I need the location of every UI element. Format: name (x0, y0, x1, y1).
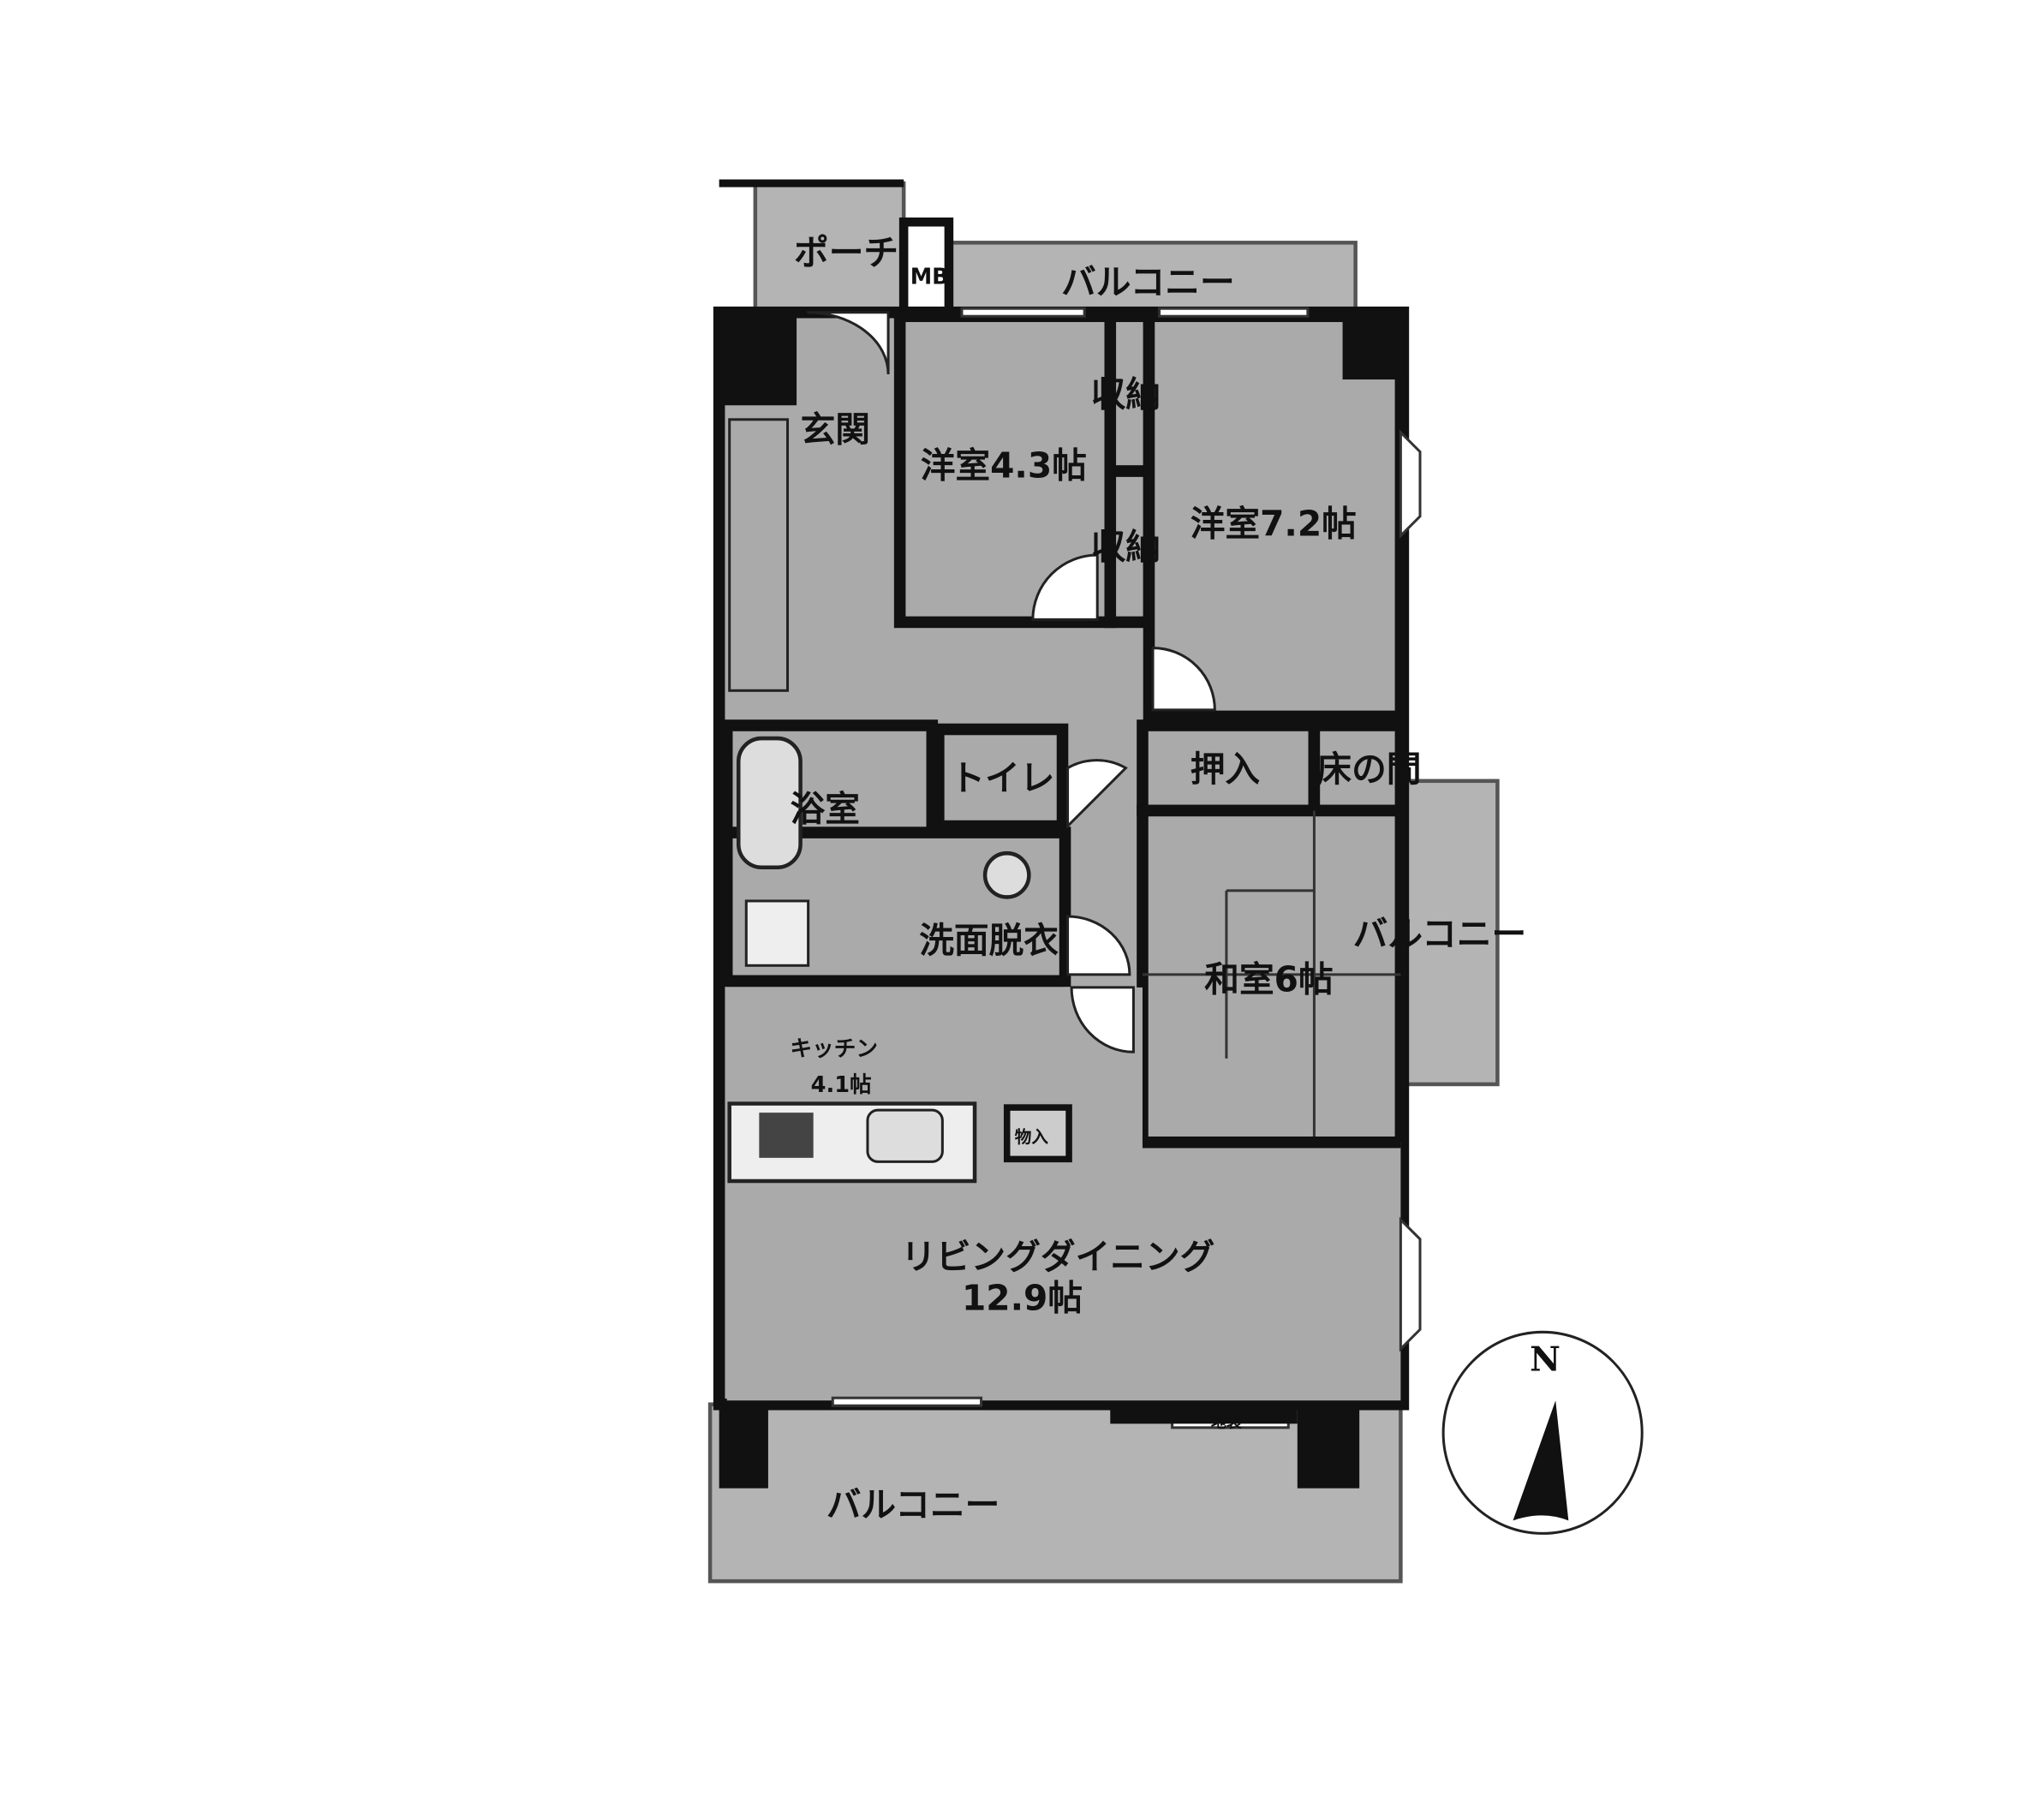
label-floor-cabinet: 地袋 (1211, 1413, 1243, 1432)
balcony-south (707, 1402, 1403, 1584)
label-living-dining-size: 12.9帖 (962, 1278, 1083, 1319)
stove-icon (759, 1113, 814, 1158)
label-storage-2: 収納 (1091, 527, 1161, 568)
living-dining (726, 1142, 1401, 1401)
label-toilet: トイレ (950, 757, 1054, 798)
door (1070, 986, 1135, 1053)
bay-window (1399, 429, 1422, 540)
compass-icon: N (1441, 1330, 1644, 1535)
door (1151, 647, 1216, 712)
label-meter-box: MB (910, 265, 949, 290)
washing-machine-icon (744, 899, 810, 967)
door (1066, 759, 1128, 830)
pillar (719, 312, 797, 406)
balcony-east (1402, 779, 1500, 1087)
western-room-large (1143, 310, 1407, 723)
label-porch: ポーチ (794, 232, 898, 273)
label-balcony-north: バルコニー (1061, 262, 1235, 303)
door (1066, 915, 1131, 976)
label-entrance: 玄関 (801, 409, 870, 450)
toilet (933, 723, 1069, 832)
shoe-closet (728, 418, 790, 692)
label-alcove: 床の間 (1316, 749, 1421, 790)
bay-window (1399, 1216, 1422, 1352)
kitchen-storage (1003, 1104, 1072, 1163)
label-storage-1: 収納 (1091, 374, 1161, 415)
window (1158, 307, 1310, 318)
washbasin-icon (982, 850, 1031, 899)
compass-north-label: N (1530, 1340, 1561, 1380)
label-japanese-room: 和室6帖 (1204, 958, 1333, 1000)
door (1031, 553, 1099, 621)
label-washroom: 洗面脱衣 (919, 920, 1059, 961)
window (960, 307, 1086, 318)
label-western-room-large: 洋室7.2帖 (1191, 503, 1357, 544)
sink-icon (866, 1108, 944, 1163)
label-kitchen-size: 4.1帖 (811, 1072, 872, 1098)
label-kitchen: キッチン (791, 1036, 878, 1062)
label-western-room-small: 洋室4.3帖 (921, 445, 1087, 486)
label-closet: 押入 (1191, 749, 1261, 790)
label-balcony-south: バルコニー (827, 1484, 1000, 1525)
alcove (1308, 719, 1407, 817)
pillar (719, 1404, 768, 1489)
label-kitchen-storage: 物入 (1015, 1127, 1049, 1147)
label-bathroom: 浴室 (791, 789, 860, 830)
japanese-room (1137, 804, 1407, 1149)
bathtub-icon (736, 736, 803, 870)
door (807, 311, 890, 375)
label-living-dining: リビングダイニング (901, 1236, 1214, 1277)
pillar (1297, 1404, 1360, 1489)
pillar (1342, 312, 1404, 380)
label-balcony-east: バルコニー (1353, 914, 1527, 955)
window (831, 1396, 983, 1407)
